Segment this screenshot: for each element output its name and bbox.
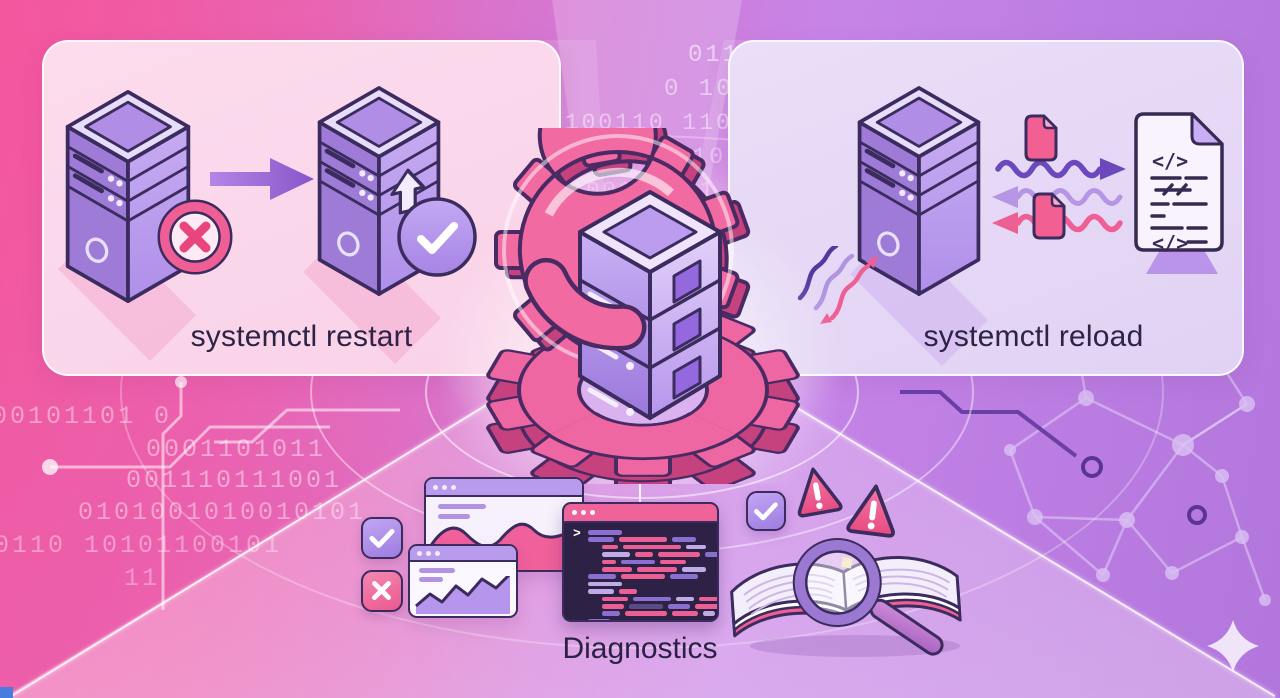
window-dot [572,510,577,515]
sparkle-icon [1207,620,1259,672]
browser-chart-window-small [408,544,518,618]
text-line [419,568,455,573]
document-icon [1024,114,1058,162]
terminal-code-lines [588,530,717,620]
window-dot [435,550,440,556]
text-line [419,577,443,582]
window-dot [426,550,431,556]
binary-string: 11 [124,564,161,593]
error-x-circle-icon [157,199,233,275]
arrow-right-icon [210,158,314,200]
purple-line-chart [415,576,511,614]
text-line [438,514,470,519]
panel-reload-label: systemctl reload [923,320,1144,353]
terminal-window: > [562,502,719,622]
success-check-circle-icon [397,197,477,277]
window-dot [581,510,586,515]
config-exchange-icons [992,114,1126,240]
code-tag: </> [1152,231,1188,255]
x-square-icon [361,570,403,612]
browser-titlebar [410,546,516,562]
window-dot [590,510,595,515]
check-square-icon [746,491,786,531]
wavy-arrow-right-icon [995,158,1126,180]
window-dot [433,484,438,490]
check-square-icon [361,517,403,559]
browser-titlebar [426,479,582,497]
code-file-icon: </> </> [1134,112,1224,274]
diagnostics-label: Diagnostics [562,632,718,665]
document-icon [1032,192,1066,240]
window-dot [451,484,456,490]
binary-string: 0 10 [664,76,734,103]
terminal-titlebar [564,504,717,523]
window-dot [442,484,447,490]
warning-triangle-icon [846,484,895,538]
warning-triangle-icon [797,467,843,518]
terminal-prompt: > [573,526,581,541]
corner-artifact [0,687,13,698]
book-with-magnifier-icon [730,538,962,657]
gear-server-stack-icon [435,128,845,484]
code-tag: </> [1152,149,1188,173]
text-line [438,504,486,509]
panel-restart-label: systemctl restart [190,320,413,353]
window-dot [417,550,422,556]
